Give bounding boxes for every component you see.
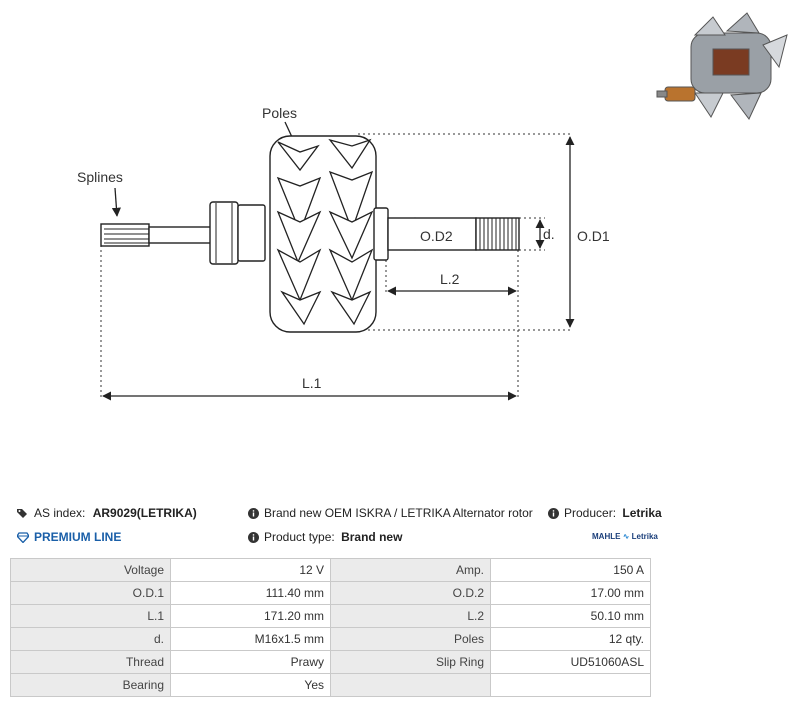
diamond-icon <box>17 532 29 544</box>
info-row-1: AS index: AR9029(LETRIKA) Brand new OEM … <box>0 503 800 523</box>
od2-label: O.D2 <box>420 228 453 244</box>
spec-label: Bearing <box>10 673 171 697</box>
spec-label: Voltage <box>10 558 171 582</box>
poles-group <box>276 138 374 326</box>
spec-value: 12 V <box>170 558 331 582</box>
spec-label: Poles <box>330 627 491 651</box>
premium-line: PREMIUM LINE <box>17 527 121 547</box>
spec-label <box>330 673 491 697</box>
spec-label: O.D.1 <box>10 581 171 605</box>
spec-label: Thread <box>10 650 171 674</box>
spec-label: Amp. <box>330 558 491 582</box>
info-row-2: PREMIUM LINE Product type: Brand new MAH… <box>0 527 800 547</box>
spec-label: L.1 <box>10 604 171 628</box>
spec-label: d. <box>10 627 171 651</box>
spec-value: 17.00 mm <box>490 581 651 605</box>
spec-value <box>490 673 651 697</box>
spec-value: Prawy <box>170 650 331 674</box>
d-label: d. <box>543 226 555 242</box>
spec-value: 111.40 mm <box>170 581 331 605</box>
spec-value: 150 A <box>490 558 651 582</box>
rotor-technical-drawing: Poles Splines O.D2 d. O.D1 L.2 L.1 <box>77 105 610 401</box>
spec-label: Slip Ring <box>330 650 491 674</box>
as-index: AS index: AR9029(LETRIKA) <box>17 503 197 523</box>
l1-label: L.1 <box>302 375 322 391</box>
spec-label: L.2 <box>330 604 491 628</box>
info-icon <box>248 508 259 520</box>
spec-value: 12 qty. <box>490 627 651 651</box>
spec-value: Yes <box>170 673 331 697</box>
spec-value: 171.20 mm <box>170 604 331 628</box>
spec-value: M16x1.5 mm <box>170 627 331 651</box>
description: Brand new OEM ISKRA / LETRIKA Alternator… <box>248 503 533 523</box>
threaded-section <box>475 217 520 251</box>
splines-label: Splines <box>77 169 123 185</box>
od1-label: O.D1 <box>577 228 610 244</box>
info-icon <box>248 532 259 544</box>
l2-label: L.2 <box>440 271 460 287</box>
poles-label: Poles <box>262 105 297 121</box>
tags-icon <box>17 509 27 519</box>
info-icon <box>548 508 559 520</box>
mahle-letrika-logo: MAHLE ∿ Letrika <box>592 532 658 541</box>
spec-value: UD51060ASL <box>490 650 651 674</box>
product-type: Product type: Brand new <box>248 527 402 547</box>
producer: Producer: Letrika <box>548 503 662 523</box>
rotor-photo <box>656 12 788 120</box>
spec-label: O.D.2 <box>330 581 491 605</box>
spec-value: 50.10 mm <box>490 604 651 628</box>
